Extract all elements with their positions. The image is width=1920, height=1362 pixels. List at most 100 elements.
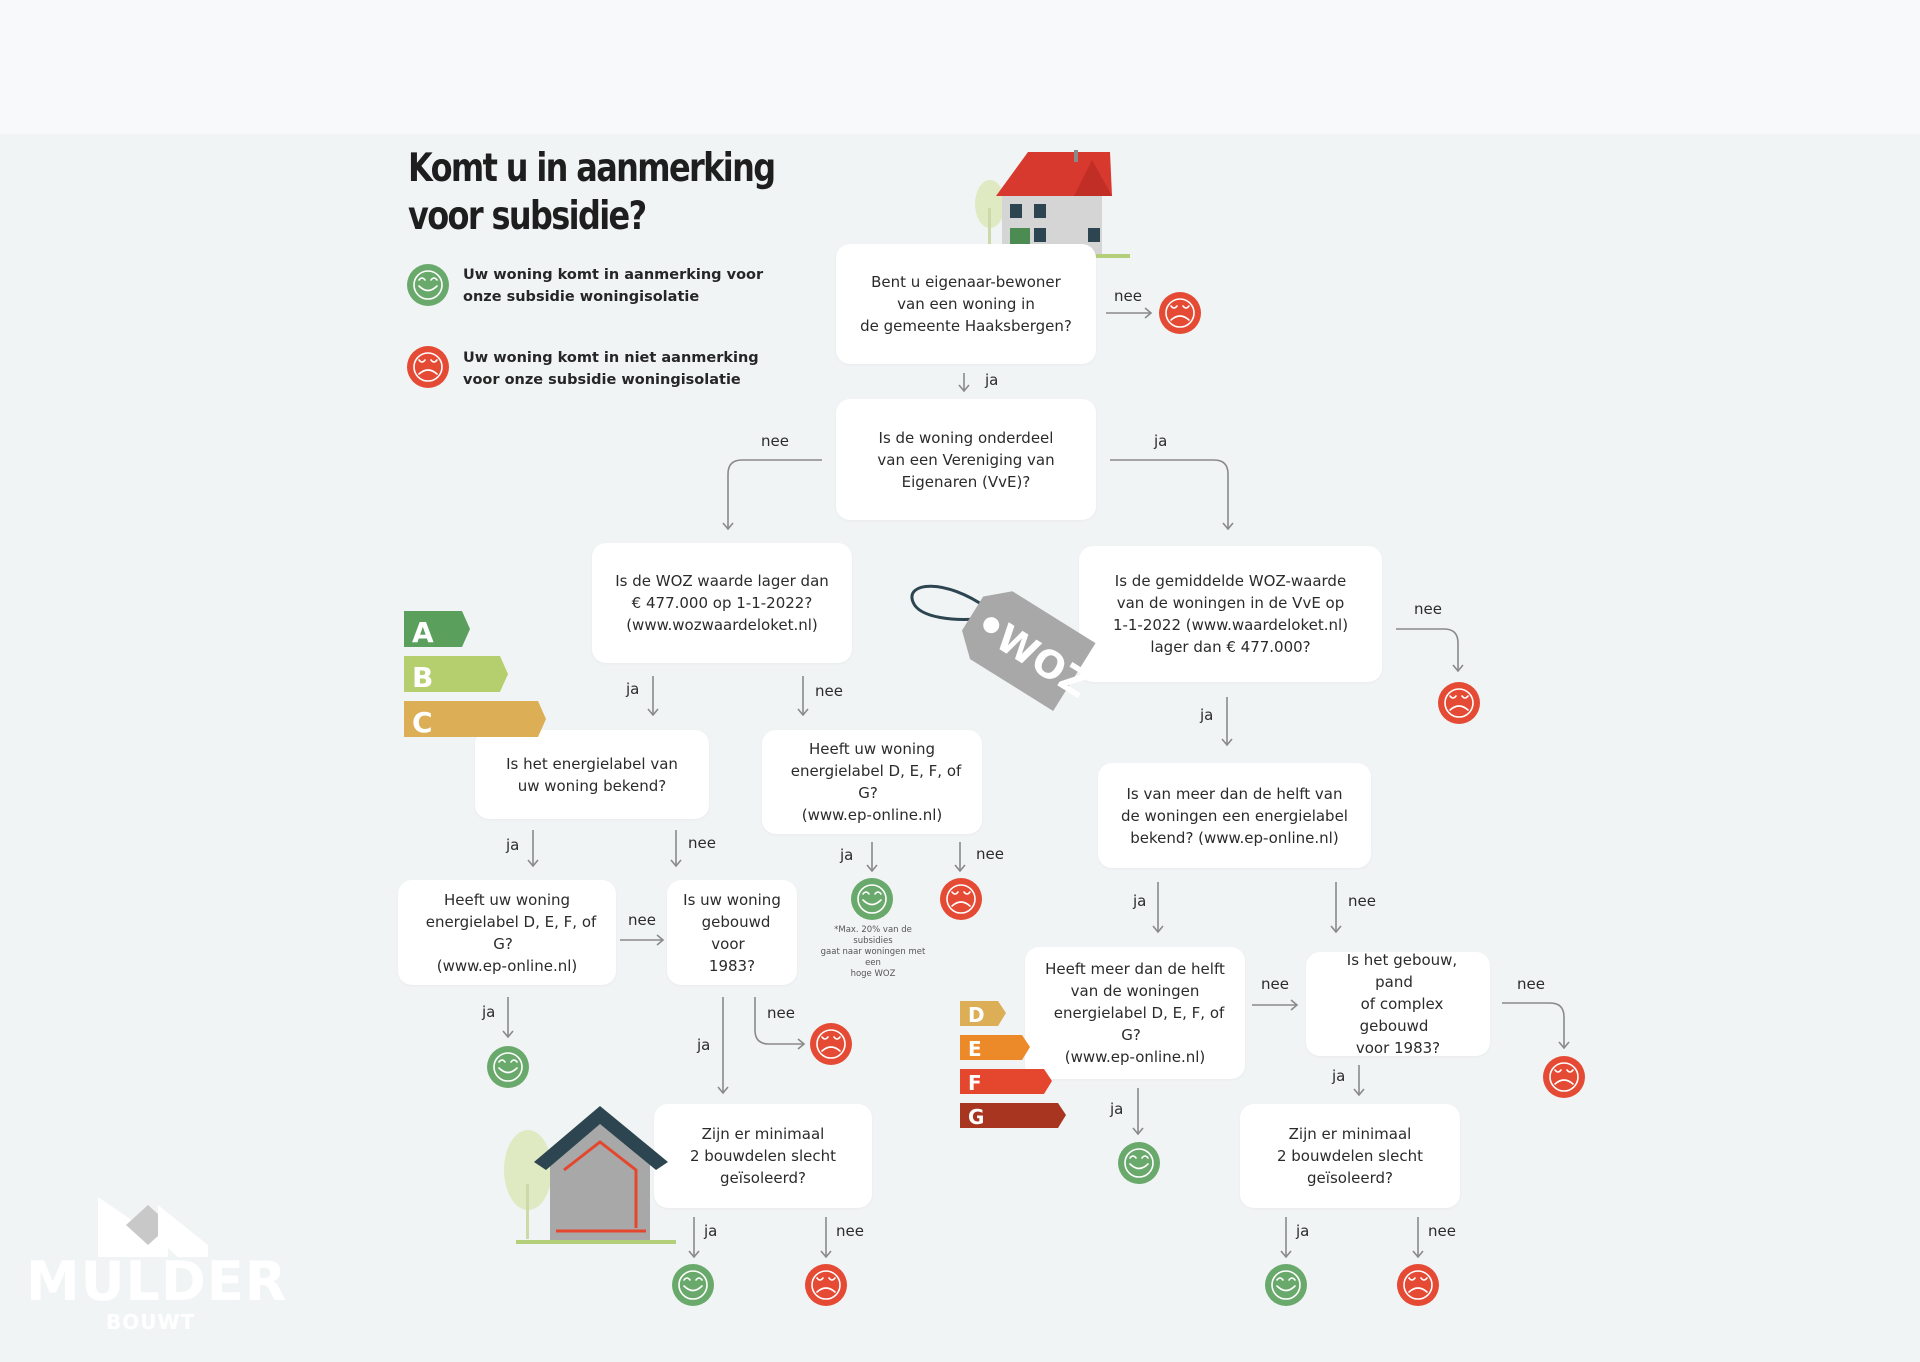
q4-line-3: 1-1-2022 (www.waardeloket.nl) <box>1112 616 1349 634</box>
label-c-bar <box>404 701 546 737</box>
q7-line-1: Heeft uw woning <box>808 740 936 758</box>
legend-yes-line-2: onze subsidie woningisolatie <box>463 289 700 305</box>
happy-face-icon <box>487 1046 529 1088</box>
q13-line-3: geïsoleerd? <box>1307 1169 1393 1187</box>
insulated-house-illustration <box>504 1106 676 1244</box>
q4-line-2: van de woningen in de VvE op <box>1116 594 1345 612</box>
label-q6-no: nee <box>628 911 656 929</box>
footnote-woz: *Max. 20% van de subsidies gaat naar won… <box>814 925 932 980</box>
energy-labels-defg: D E F G <box>960 1001 1066 1129</box>
label-q5-yes: ja <box>506 836 520 854</box>
q6-line-3: (www.ep-online.nl) <box>436 956 578 975</box>
q4-line-4: lager dan € 477.000? <box>1150 638 1311 656</box>
legend-yes-text: Uw woning komt in aanmerking voor onze s… <box>463 264 763 308</box>
q2-line-3: Eigenaren (VvE)? <box>901 472 1031 491</box>
label-g-bar <box>960 1103 1066 1128</box>
label-q4-no: nee <box>1414 600 1442 618</box>
woz-tag-icon: WOZ <box>910 584 1098 712</box>
label-b-text: B <box>412 661 433 694</box>
logo-mulder-text: MULDER <box>26 1250 288 1313</box>
label-e-bar <box>960 1035 1030 1060</box>
label-q11-yes: ja <box>1110 1100 1124 1118</box>
label-q6-yes: ja <box>482 1003 496 1021</box>
label-q9-no: nee <box>836 1222 864 1240</box>
sad-face-icon <box>810 1023 852 1065</box>
q8-line-3: 1983? <box>708 956 756 975</box>
q11-line-1: Heeft meer dan de helft <box>1045 960 1225 978</box>
q8-line-1: Is uw woning <box>683 890 781 909</box>
legend-no-text: Uw woning komt in niet aanmerking voor o… <box>463 347 759 391</box>
label-q12-yes: ja <box>1332 1067 1346 1085</box>
footnote-line-3: hoge WOZ <box>850 969 896 979</box>
label-d-bar <box>960 1001 1006 1026</box>
q1-line-2: van een woning in <box>897 295 1035 313</box>
question-eigenaar-bewoner: Bent u eigenaar-bewoner van een woning in… <box>836 244 1096 364</box>
sad-face-icon <box>407 346 449 388</box>
label-a-text: A <box>412 616 434 649</box>
label-q4-yes: ja <box>1200 706 1214 724</box>
happy-face-icon <box>1118 1142 1160 1184</box>
q1-line-3: de gemeente Haaksbergen? <box>860 317 1072 335</box>
legend-no-line-1: Uw woning komt in niet aanmerking <box>463 350 759 366</box>
label-q10-no: nee <box>1348 892 1376 910</box>
sad-face-icon <box>1397 1264 1439 1306</box>
sad-face-icon <box>805 1264 847 1306</box>
q4-line-1: Is de gemiddelde WOZ-waarde <box>1114 572 1347 590</box>
q1-line-1: Bent u eigenaar-bewoner <box>871 273 1061 291</box>
q8-line-2: gebouwd voor <box>701 912 771 953</box>
q3-line-2: € 477.000 op 1-1-2022? <box>631 594 813 612</box>
label-d-text: D <box>968 1003 985 1027</box>
label-q9-yes: ja <box>704 1222 718 1240</box>
happy-face-icon <box>672 1264 714 1306</box>
logo-bouwt-text: BOUWT <box>106 1310 196 1334</box>
q7-line-2: energielabel D, E, F, of G? <box>790 762 962 802</box>
label-q12-no: nee <box>1517 975 1545 993</box>
sad-face-icon <box>940 878 982 920</box>
sad-face-icon <box>1159 292 1201 334</box>
question-energielabel-bekend: Is het energielabel van uw woning bekend? <box>475 730 709 819</box>
q12-line-3: voor 1983? <box>1355 1039 1441 1057</box>
q6-line-2: energielabel D, E, F, of G? <box>425 912 597 953</box>
question-gebouwd-voor-1983: Is uw woning gebouwd voor 1983? <box>667 880 797 985</box>
label-q13-yes: ja <box>1296 1222 1310 1240</box>
q7-line-3: (www.ep-online.nl) <box>801 806 943 824</box>
label-q8-no: nee <box>767 1004 795 1022</box>
happy-face-icon <box>1265 1264 1307 1306</box>
label-f-bar <box>960 1069 1052 1094</box>
q13-line-1: Zijn er minimaal <box>1288 1125 1412 1143</box>
q11-line-2: van de woningen <box>1070 982 1200 1000</box>
label-e-text: E <box>968 1037 982 1061</box>
label-b-bar <box>404 656 508 692</box>
footnote-line-1: *Max. 20% van de subsidies <box>834 925 912 946</box>
q9-line-2: 2 bouwdelen slecht <box>689 1147 837 1165</box>
q9-line-1: Zijn er minimaal <box>701 1125 825 1143</box>
q3-line-3: (www.wozwaardeloket.nl) <box>626 616 818 634</box>
label-q8-yes: ja <box>697 1036 711 1054</box>
question-woz-waarde: Is de WOZ waarde lager dan€ 477.000 op 1… <box>592 543 852 663</box>
energy-labels-abc: A B C <box>404 611 546 739</box>
legend-no-line-2: voor onze subsidie woningisolatie <box>463 372 741 388</box>
label-q3-no: nee <box>815 682 843 700</box>
label-q5-no: nee <box>688 834 716 852</box>
page-title: Komt u in aanmerking voor subsidie? <box>408 145 776 241</box>
label-c-text: C <box>412 706 433 739</box>
q12-line-1: Is het gebouw, pand <box>1346 951 1458 991</box>
label-q2-no: nee <box>761 432 789 450</box>
q10-line-3: bekend? (www.ep-online.nl) <box>1130 828 1339 847</box>
label-q1-no: nee <box>1114 287 1142 305</box>
q10-line-2: de woningen een energielabel <box>1121 806 1348 825</box>
title-line-1: Komt u in aanmerking <box>408 146 776 191</box>
q5-line-1: Is het energielabel van <box>506 754 678 773</box>
label-q13-no: nee <box>1428 1222 1456 1240</box>
label-f-text: F <box>968 1071 982 1095</box>
q5-line-2: uw woning bekend? <box>517 776 667 795</box>
arrow-q2-no <box>722 459 822 531</box>
top-bar <box>0 0 1920 134</box>
sad-face-icon <box>1438 682 1480 724</box>
label-q7-yes: ja <box>840 846 854 864</box>
mulder-logo-mark <box>98 1197 208 1257</box>
